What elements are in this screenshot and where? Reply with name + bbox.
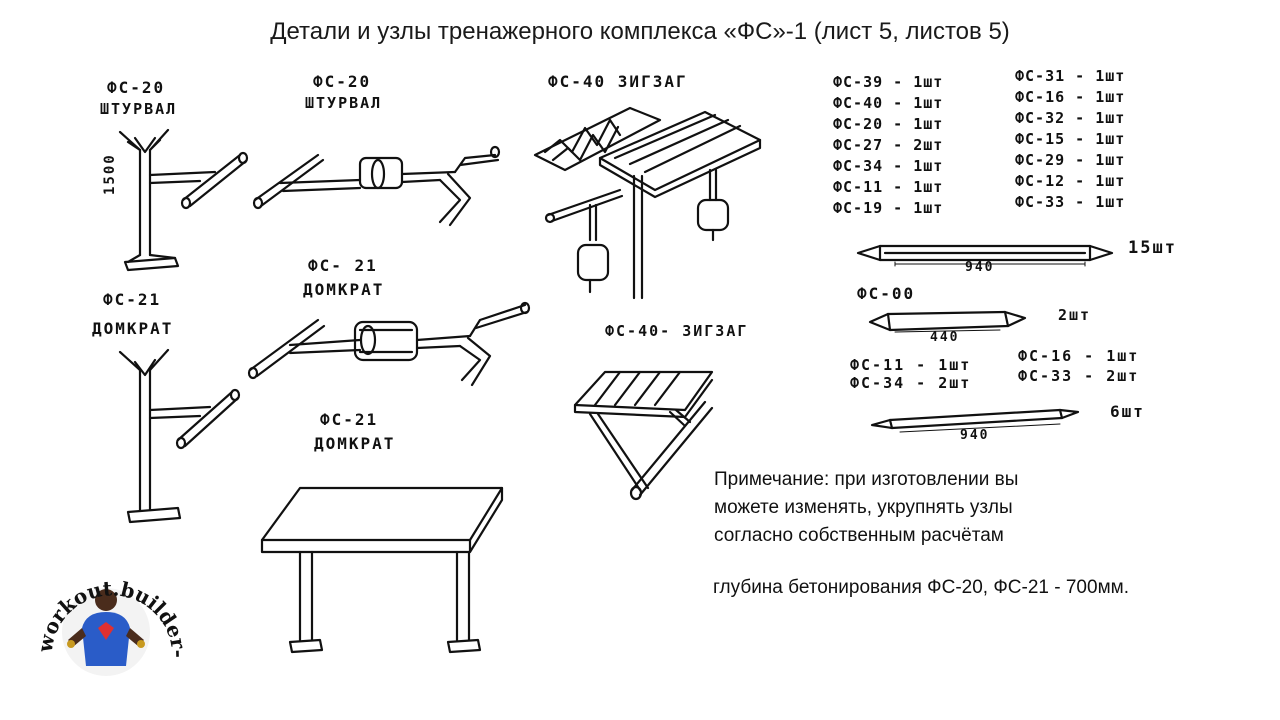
- note-block: Примечание: при изготовлении вы можете и…: [714, 466, 1018, 550]
- parts-right-item: ФС-16 - 1шт: [1015, 88, 1126, 106]
- set2-right-1: ФС-16 - 1шт: [1018, 347, 1140, 365]
- parts-left-item: ФС-11 - 1шт: [833, 178, 944, 196]
- fs21-bench-drawing: [260, 486, 504, 654]
- note-line-3: согласно собственным расчётам: [714, 525, 1004, 546]
- note-line-2: можете изменять, укрупнять узлы: [714, 497, 1013, 518]
- bar3-dimension: 940: [960, 428, 990, 443]
- fs21-a-code: ФС-21: [103, 290, 162, 309]
- bar2-dimension: 440: [930, 330, 960, 345]
- fs40-a-label: ФС-40 ЗИГЗАГ: [548, 72, 688, 91]
- fs40-b-label: ФС-40- ЗИГЗАГ: [605, 322, 749, 340]
- set2-left-1: ФС-11 - 1шт: [850, 356, 972, 374]
- fs20-a-code: ФС-20: [107, 78, 166, 97]
- page-title: Детали и узлы тренажерного комплекса «ФС…: [270, 18, 1010, 45]
- fs21-a-name: ДОМКРАТ: [92, 319, 174, 338]
- fs40-table-drawing: [573, 370, 714, 501]
- parts-left-item: ФС-34 - 1шт: [833, 157, 944, 175]
- fs40-zigzag-drawing: [533, 106, 762, 300]
- parts-list-right: ФС-31 - 1шт ФС-16 - 1шт ФС-32 - 1шт ФС-1…: [1015, 66, 1125, 213]
- fs21-b-code: ФС- 21: [308, 256, 378, 275]
- parts-right-item: ФС-29 - 1шт: [1015, 151, 1126, 169]
- note-line-1: Примечание: при изготовлении вы: [714, 469, 1019, 490]
- concrete-depth-note: глубина бетонирования ФС-20, ФС-21 - 700…: [713, 577, 1129, 598]
- fs21-c-name: ДОМКРАТ: [314, 434, 396, 453]
- fs20-b-name: ШТУРВАЛ: [305, 94, 383, 112]
- fs20-a-name: ШТУРВАЛ: [100, 100, 178, 118]
- bar1-quantity: 15шт: [1128, 238, 1177, 258]
- parts-left-item: ФС-27 - 2шт: [833, 136, 944, 154]
- parts-left-item: ФС-39 - 1шт: [833, 73, 944, 91]
- bar1-dimension: 940: [965, 260, 995, 275]
- set2-left-2: ФС-34 - 2шт: [850, 374, 972, 392]
- athlete-icon: [67, 589, 145, 666]
- fs20-post-drawing: [118, 128, 249, 272]
- fs20-wheel-drawing: [252, 145, 501, 227]
- fs21-jack-drawing: [247, 301, 531, 387]
- parts-right-item: ФС-33 - 1шт: [1015, 193, 1126, 211]
- parts-right-item: ФС-12 - 1шт: [1015, 172, 1126, 190]
- parts-right-item: ФС-31 - 1шт: [1015, 67, 1126, 85]
- bar3-quantity: 6шт: [1110, 402, 1145, 421]
- set2-right-2: ФС-33 - 2шт: [1018, 367, 1140, 385]
- bar2-quantity: 2шт: [1058, 306, 1092, 324]
- parts-left-item: ФС-20 - 1шт: [833, 115, 944, 133]
- parts-right-item: ФС-15 - 1шт: [1015, 130, 1126, 148]
- parts-left-item: ФС-19 - 1шт: [833, 199, 944, 217]
- fs20-b-code: ФС-20: [313, 72, 372, 91]
- bar-940-15-drawing: [856, 244, 1114, 267]
- parts-list-left: ФС-39 - 1шт ФС-40 - 1шт ФС-20 - 1шт ФС-2…: [833, 72, 943, 219]
- fs21-post-drawing: [118, 348, 241, 524]
- fs21-b-name: ДОМКРАТ: [303, 280, 385, 299]
- fs20-a-dimension: 1500: [102, 153, 118, 195]
- fs00-code: ФС-00: [857, 284, 916, 303]
- parts-right-item: ФС-32 - 1шт: [1015, 109, 1126, 127]
- bar-440-drawing: [868, 310, 1027, 333]
- site-logo: workout.builder-ua.com: [22, 548, 190, 676]
- fs21-c-code: ФС-21: [320, 410, 379, 429]
- parts-left-item: ФС-40 - 1шт: [833, 94, 944, 112]
- bar-940-6-drawing: [870, 408, 1080, 433]
